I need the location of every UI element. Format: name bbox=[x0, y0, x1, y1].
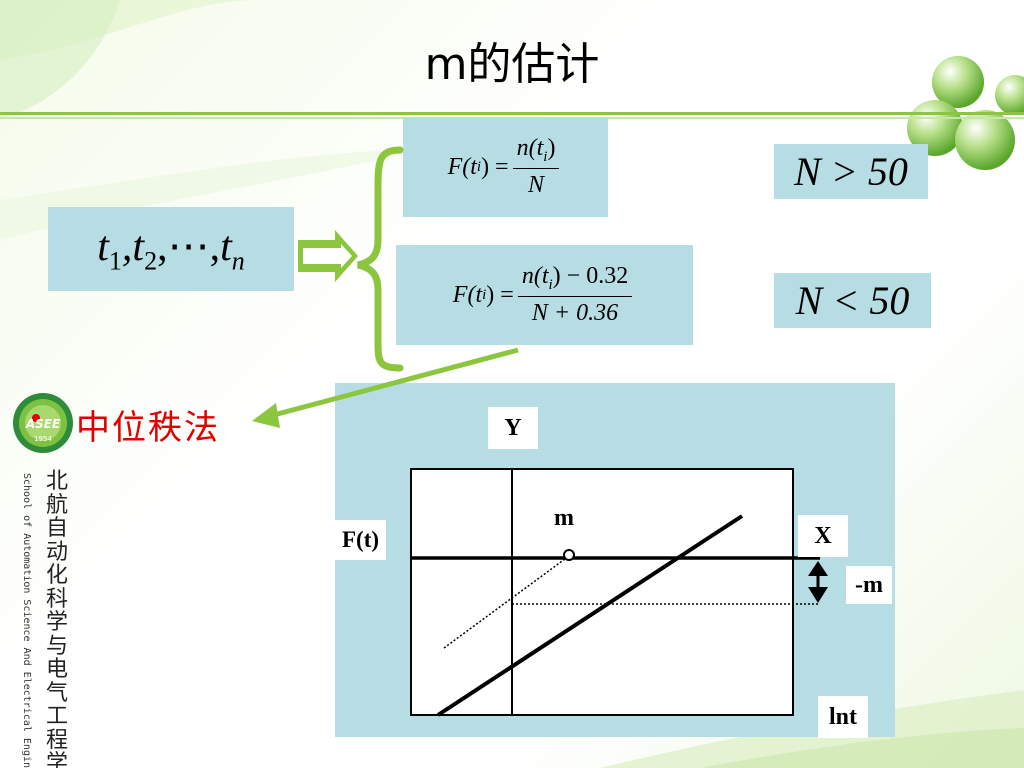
y-label: Y bbox=[488, 407, 538, 449]
asee-logo-icon: ASEE 1954 bbox=[13, 393, 73, 453]
implies-arrow-icon bbox=[298, 230, 358, 282]
svg-text:1954: 1954 bbox=[34, 435, 52, 443]
brace-shape bbox=[357, 146, 404, 372]
sample-sequence-box: t1,t2,⋯,tn bbox=[48, 207, 294, 291]
regression-diagram-panel bbox=[335, 383, 895, 737]
condition-large-n: N > 50 bbox=[774, 144, 928, 199]
neg-m-label: -m bbox=[846, 566, 892, 604]
median-rank-method-label: 中位秩法 bbox=[76, 408, 220, 448]
condition-small-n: N < 50 bbox=[774, 273, 931, 328]
fraction: n(ti) N bbox=[512, 135, 560, 200]
svg-text:ASEE: ASEE bbox=[25, 417, 61, 431]
x-label: X bbox=[798, 515, 848, 557]
page-title: m的估计 bbox=[424, 39, 600, 90]
sequence-text: t1,t2,⋯,tn bbox=[97, 224, 245, 276]
lnt-label: lnt bbox=[818, 696, 868, 738]
f-t-label: F(t) bbox=[335, 520, 386, 560]
school-name-english: School of Automation Science And Electri… bbox=[21, 473, 32, 768]
fraction: n(ti) − 0.32 N + 0.36 bbox=[517, 263, 633, 328]
school-name-chinese: 北航自动化科学与电气工程学院 bbox=[45, 469, 68, 768]
m-label: m bbox=[540, 497, 588, 539]
